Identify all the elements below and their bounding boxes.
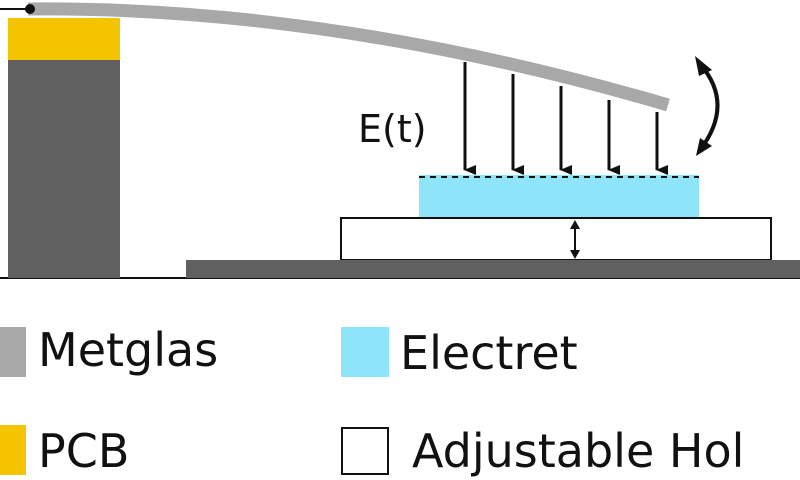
legend-label-pcb: PCB (38, 424, 129, 478)
field-arrows (463, 62, 668, 175)
height-adjust-arrowhead-bottom-icon (570, 250, 580, 259)
legend-swatch-electret (341, 327, 389, 377)
vibration-arrow-icon (698, 62, 720, 152)
field-label: E(t) (358, 107, 427, 151)
legend-swatch-adjustable-holder (341, 427, 389, 475)
legend-swatch-pcb (0, 425, 26, 475)
adjustable-holder (340, 217, 772, 261)
electret-layer (419, 175, 699, 218)
pcb-block (8, 18, 120, 60)
vibration-arrowhead-bottom-icon (696, 138, 712, 156)
height-adjust-arrowhead-top-icon (570, 220, 580, 229)
vibration-arrowhead-top-icon (695, 56, 712, 76)
wire-contact-dot (25, 4, 35, 14)
support-post (8, 60, 120, 278)
legend-label-electret: Electret (400, 326, 578, 380)
metglas-cantilever (27, 2, 670, 112)
legend-swatch-metglas (0, 327, 26, 377)
legend-label-adjustable-holder: Adjustable Hol (412, 424, 744, 478)
legend-label-metglas: Metglas (38, 323, 218, 377)
base-plate (186, 260, 800, 278)
legend: Metglas PCB Electret Adjustable Hol (0, 323, 744, 478)
